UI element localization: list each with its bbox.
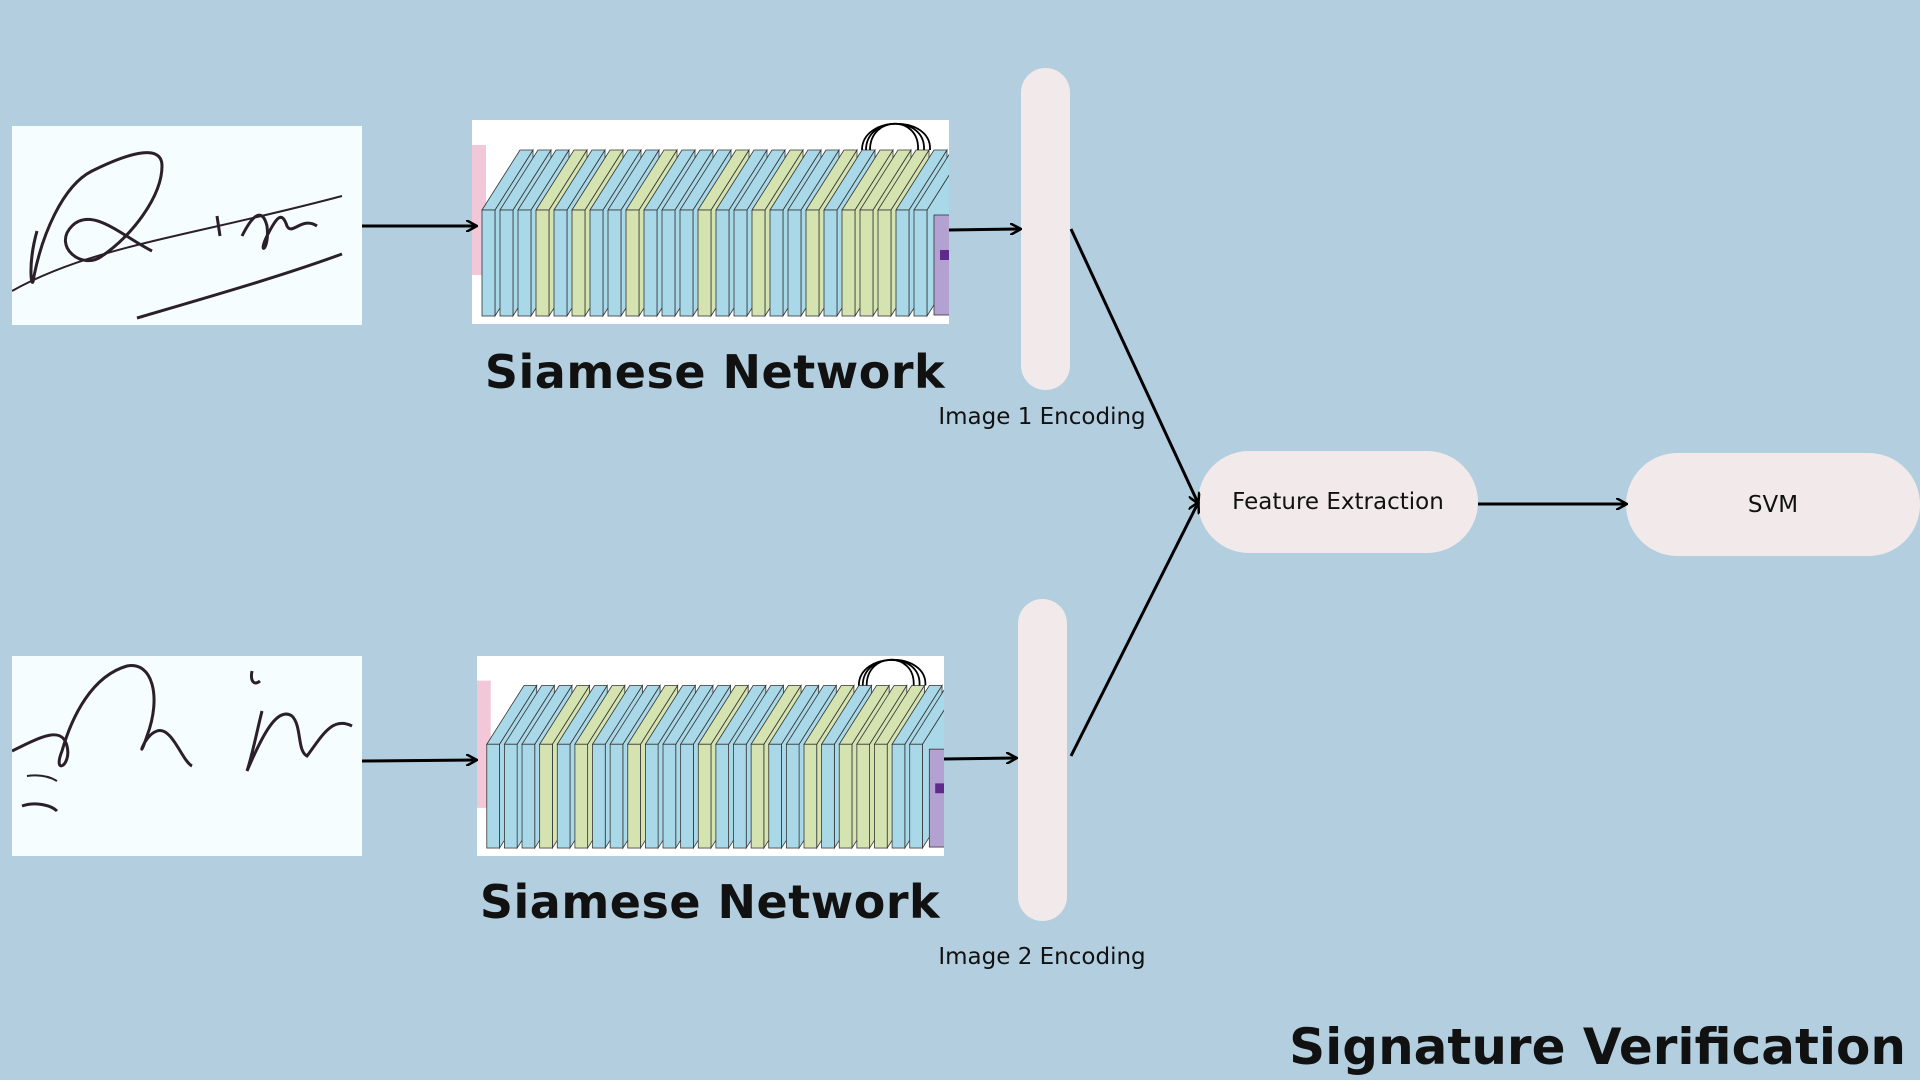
arrow-net1-to-enc1 bbox=[948, 229, 1020, 230]
cnn-architecture-figure-2 bbox=[477, 656, 944, 856]
image-2-encoding-label: Image 2 Encoding bbox=[938, 944, 1146, 970]
image-2-encoding-node bbox=[1018, 599, 1067, 921]
signature-image-2 bbox=[12, 656, 362, 856]
network-label-2: Siamese Network bbox=[479, 875, 941, 929]
image-1-encoding-label: Image 1 Encoding bbox=[938, 404, 1146, 430]
arrow-net2-to-enc2 bbox=[943, 758, 1016, 759]
feature-extraction-node: Feature Extraction bbox=[1198, 451, 1478, 553]
cnn-architecture-figure-1 bbox=[472, 120, 949, 324]
arrow-enc1-to-feature bbox=[1069, 228, 1198, 503]
arrow-enc2-to-feature bbox=[1069, 503, 1198, 757]
arrow-sig2-to-net2 bbox=[361, 760, 476, 761]
network-label-1: Siamese Network bbox=[484, 345, 946, 399]
image-1-encoding-node bbox=[1021, 68, 1070, 390]
signature-image-1 bbox=[12, 126, 362, 325]
svm-node: SVM bbox=[1626, 453, 1920, 556]
diagram-title: Signature Verification bbox=[1289, 1018, 1906, 1076]
